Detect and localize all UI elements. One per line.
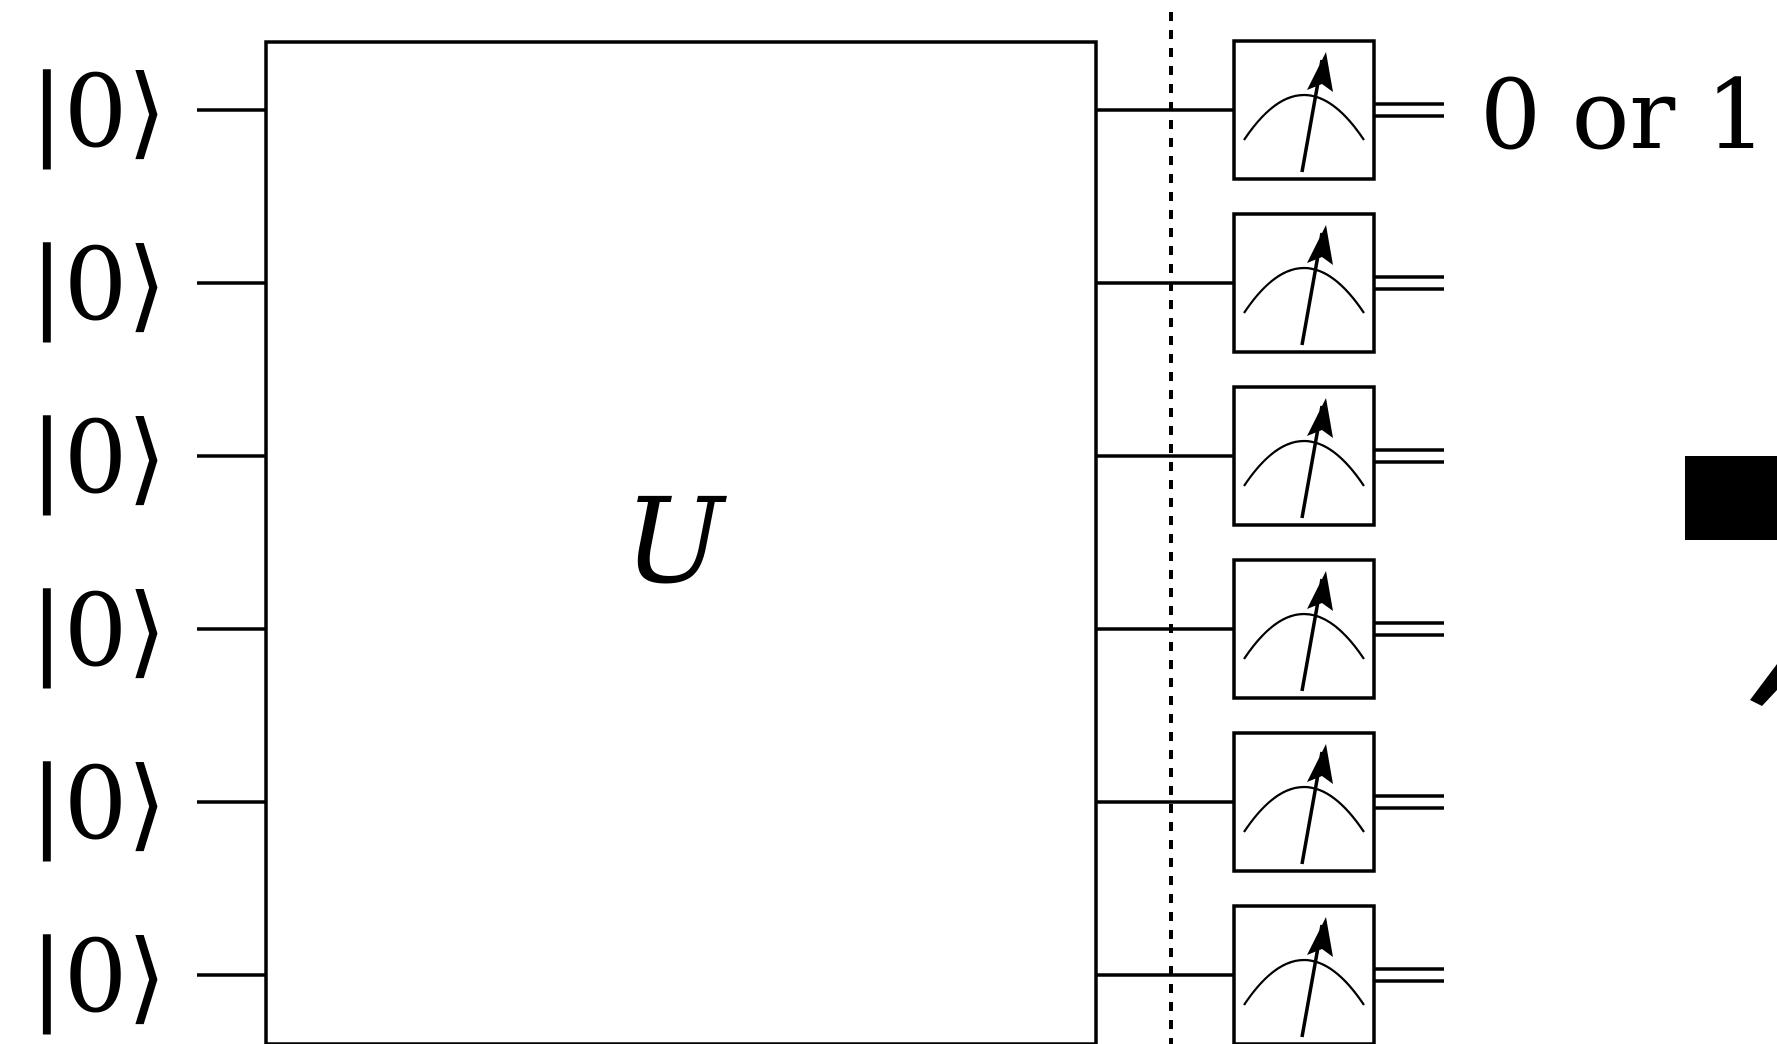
meter-dial-icon (1243, 266, 1365, 314)
meter-arrowhead-icon (1307, 52, 1333, 92)
meter-dial-icon (1243, 612, 1365, 660)
measurement-meter (1232, 212, 1376, 354)
initial-states: |0⟩ |0⟩ |0⟩ |0⟩ |0⟩ |0⟩ (30, 53, 166, 1035)
cropped-glyph-fragment (1750, 664, 1777, 706)
meter-arrowhead-icon (1307, 225, 1333, 265)
measurement-meter (1232, 731, 1376, 873)
meter-dial-icon (1243, 785, 1365, 833)
wires-layer (197, 102, 1444, 983)
meter-arrowhead-icon (1307, 398, 1333, 438)
measurement-meter (1232, 39, 1376, 181)
initial-state-label: |0⟩ (30, 572, 166, 689)
meter-arrowhead-icon (1307, 571, 1333, 611)
initial-state-label: |0⟩ (30, 399, 166, 516)
unitary-gate-box (264, 40, 1098, 1044)
unitary-gate: U (264, 40, 1098, 1044)
measurement-meter (1232, 558, 1376, 700)
initial-state-label: |0⟩ (30, 745, 166, 862)
meter-dial-icon (1243, 958, 1365, 1006)
meter-dial-icon (1243, 93, 1365, 141)
initial-state-label: |0⟩ (30, 226, 166, 343)
meter-dial-icon (1243, 439, 1365, 487)
unitary-gate-label: U (624, 472, 727, 610)
meter-arrowhead-icon (1307, 917, 1333, 957)
measurement-meter (1232, 385, 1376, 527)
initial-state-label: |0⟩ (30, 918, 166, 1035)
measurement-meter (1232, 904, 1376, 1044)
meter-arrowhead-icon (1307, 744, 1333, 784)
output-label: 0 or 1 (1480, 59, 1767, 171)
initial-state-label: |0⟩ (30, 53, 166, 170)
measurement-layer (1232, 39, 1376, 1044)
cropped-black-block (1685, 456, 1777, 540)
